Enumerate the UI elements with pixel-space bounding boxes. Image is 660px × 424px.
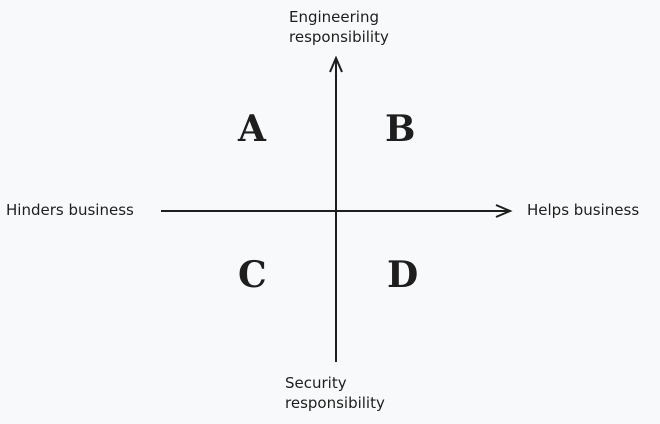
- top-axis-label: Engineering responsibility: [289, 7, 389, 47]
- right-axis-label: Helps business: [527, 201, 640, 219]
- top-axis-label-line2: responsibility: [289, 28, 389, 46]
- bottom-axis-label-line2: responsibility: [285, 394, 385, 412]
- arrow-right-icon: [495, 204, 513, 218]
- bottom-axis-label-line1: Security: [285, 374, 347, 392]
- arrow-up-icon: [329, 55, 343, 73]
- quadrant-d: D: [387, 254, 419, 296]
- quadrant-b: B: [385, 108, 416, 150]
- quadrant-a: A: [238, 108, 266, 150]
- top-axis-label-line1: Engineering: [289, 8, 379, 26]
- left-axis-label: Hinders business: [6, 201, 134, 219]
- bottom-axis-label: Security responsibility: [285, 373, 385, 413]
- quadrant-c: C: [238, 254, 267, 296]
